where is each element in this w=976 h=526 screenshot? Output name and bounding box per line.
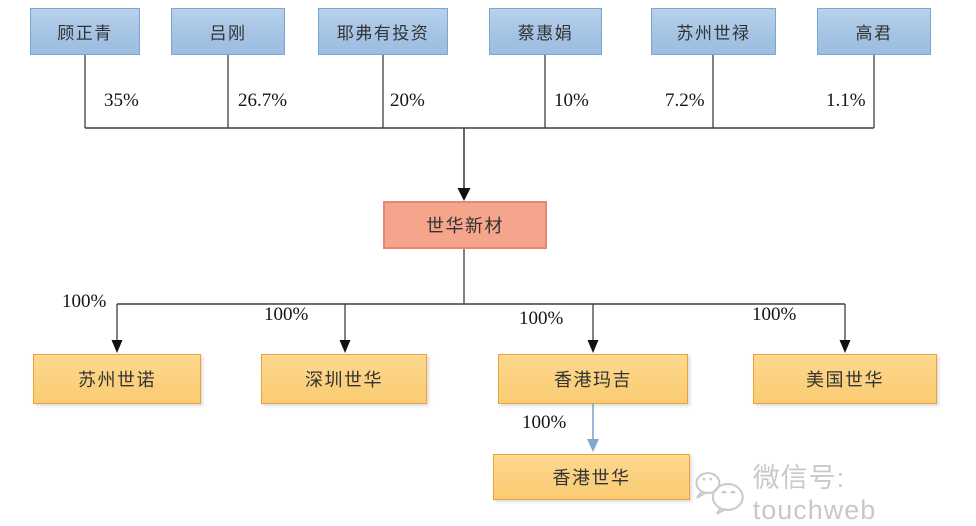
shareholding-pct-2: 26.7% [238, 90, 288, 111]
subsidiary-arrowheads [111, 340, 851, 353]
shareholding-pct-6: 1.1% [826, 90, 866, 111]
shareholder-box-3: 耶弗有投资 [318, 8, 448, 55]
shareholding-pct-3: 20% [390, 90, 425, 111]
shareholding-pct-1: 35% [104, 90, 139, 111]
subsidiary-pct-4: 100% [752, 304, 797, 325]
shareholder-box-1: 顾正青 [30, 8, 140, 55]
company-box: 世华新材 [383, 201, 547, 249]
grandchild-connector [587, 404, 599, 452]
subsidiary-box-4: 美国世华 [753, 354, 937, 404]
shareholding-pct-5: 7.2% [665, 90, 705, 111]
wechat-icon [695, 472, 744, 515]
arrowhead-to-company [457, 188, 471, 201]
subsidiary-pct-1: 100% [62, 291, 107, 312]
subsidiary-box-2: 深圳世华 [261, 354, 427, 404]
subsidiary-pct-2: 100% [264, 304, 309, 325]
watermark: 微信号: touchweb [693, 456, 976, 526]
grandchild-box: 香港世华 [493, 454, 690, 500]
subsidiary-box-1: 苏州世诺 [33, 354, 201, 404]
shareholder-connectors [84, 55, 875, 189]
shareholder-box-5: 苏州世禄 [651, 8, 776, 55]
subsidiary-pct-3: 100% [519, 308, 564, 329]
shareholder-box-4: 蔡惠娟 [489, 8, 602, 55]
subsidiary-connectors [116, 249, 846, 341]
watermark-text: 微信号: touchweb [752, 463, 877, 525]
shareholder-box-6: 高君 [817, 8, 931, 55]
shareholder-box-2: 吕刚 [171, 8, 285, 55]
subsidiary-box-3: 香港玛吉 [498, 354, 688, 404]
shareholding-pct-4: 10% [554, 90, 589, 111]
grandchild-pct: 100% [522, 412, 567, 433]
